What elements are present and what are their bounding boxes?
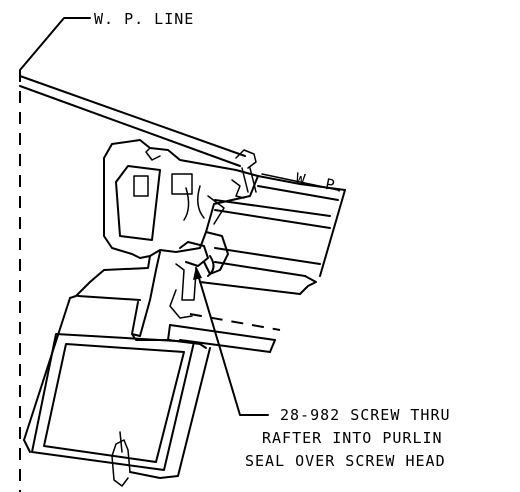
screw-note-line-2: RAFTER INTO PURLIN [262,429,443,447]
wp-line-label: W. P. LINE [94,10,194,28]
screw-note-line-3: SEAL OVER SCREW HEAD [245,452,446,470]
screw-boss [169,231,229,319]
screw-note-arrowhead [193,266,202,280]
wp-line-leader [19,17,91,71]
wp-label: W. P. [294,169,347,196]
sloped-glass-lines [19,75,246,167]
purlin-section [169,175,346,353]
rafter-extrusion [103,139,259,259]
wp-small-leader [261,173,339,191]
mullion-body [23,251,211,487]
screw-note-line-1: 28-982 SCREW THRU [280,406,451,424]
screw-note-leader [195,267,269,416]
